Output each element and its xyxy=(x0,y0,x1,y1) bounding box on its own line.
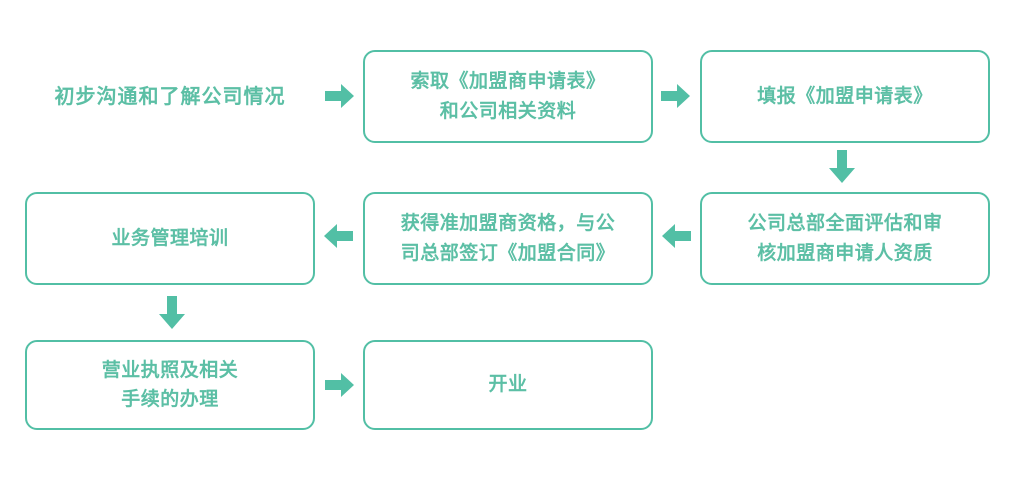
flow-node-label-line1: 索取《加盟商申请表》 xyxy=(410,71,606,93)
arrow-right-initial-to-request xyxy=(325,83,355,109)
flow-node-label: 开业 xyxy=(488,374,528,396)
flow-node-hq-review[interactable]: 公司总部全面评估和审 核加盟商申请人资质 xyxy=(700,192,990,285)
arrow-left-review-to-contract xyxy=(661,223,691,249)
arrow-right-request-to-fill xyxy=(661,83,691,109)
arrow-left-contract-to-training xyxy=(323,223,353,249)
flow-node-label-line2: 手续的办理 xyxy=(121,389,219,410)
flow-node-label: 索取《加盟商申请表》 和公司相关资料 xyxy=(379,67,637,126)
flow-node-label-line1: 营业执照及相关 xyxy=(101,359,239,381)
flow-node-label: 初步沟通和了解公司情况 xyxy=(54,85,286,108)
flow-node-label: 填报《加盟申请表》 xyxy=(757,85,933,107)
flow-node-label: 公司总部全面评估和审 核加盟商申请人资质 xyxy=(716,209,974,268)
flow-node-label-line2: 和公司相关资料 xyxy=(439,100,577,122)
flow-node-training[interactable]: 业务管理培训 xyxy=(25,192,315,285)
flow-node-request-form[interactable]: 索取《加盟商申请表》 和公司相关资料 xyxy=(363,50,653,143)
flow-node-initial-contact[interactable]: 初步沟通和了解公司情况 xyxy=(20,52,320,142)
flow-node-label-line2: 核加盟商申请人资质 xyxy=(757,242,933,264)
flow-node-label-line1: 公司总部全面评估和审 xyxy=(747,213,943,235)
flow-node-label: 业务管理培训 xyxy=(111,227,229,249)
flow-node-label: 营业执照及相关 手续的办理 xyxy=(41,356,299,415)
arrow-right-license-to-open xyxy=(325,372,355,398)
arrow-down-fill-to-review xyxy=(828,150,856,184)
arrow-down-training-to-license xyxy=(158,296,186,330)
flow-node-label-line1: 获得准加盟商资格，与公 xyxy=(400,213,616,235)
flow-node-fill-form[interactable]: 填报《加盟申请表》 xyxy=(700,50,990,143)
flow-node-license[interactable]: 营业执照及相关 手续的办理 xyxy=(25,340,315,430)
flow-node-label-line2: 司总部签订《加盟合同》 xyxy=(400,242,616,264)
flow-node-sign-contract[interactable]: 获得准加盟商资格，与公 司总部签订《加盟合同》 xyxy=(363,192,653,285)
flow-node-open[interactable]: 开业 xyxy=(363,340,653,430)
flow-node-label: 获得准加盟商资格，与公 司总部签订《加盟合同》 xyxy=(379,209,637,268)
